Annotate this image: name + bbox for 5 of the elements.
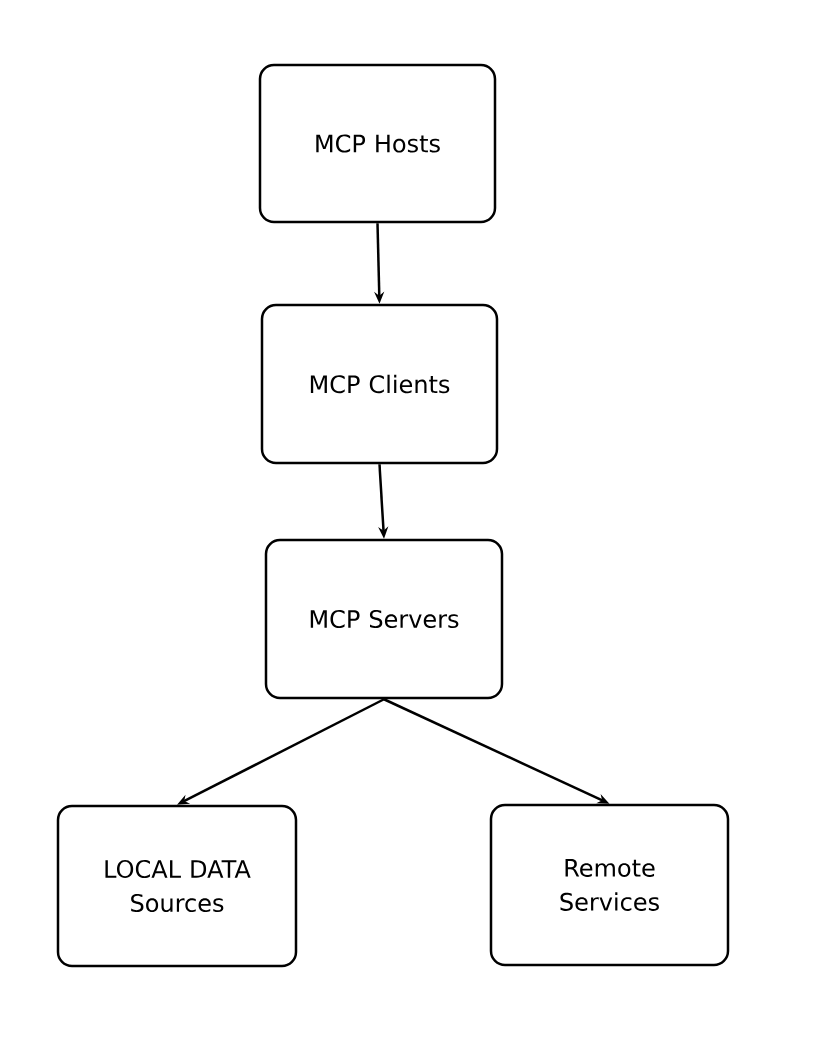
process-box: MCP Hosts bbox=[258, 63, 497, 224]
process-box: MCP Clients bbox=[260, 303, 499, 465]
process-box: Remote Services bbox=[489, 803, 730, 967]
process-box: MCP Servers bbox=[264, 538, 504, 700]
process-box: LOCAL DATA Sources bbox=[56, 804, 298, 968]
